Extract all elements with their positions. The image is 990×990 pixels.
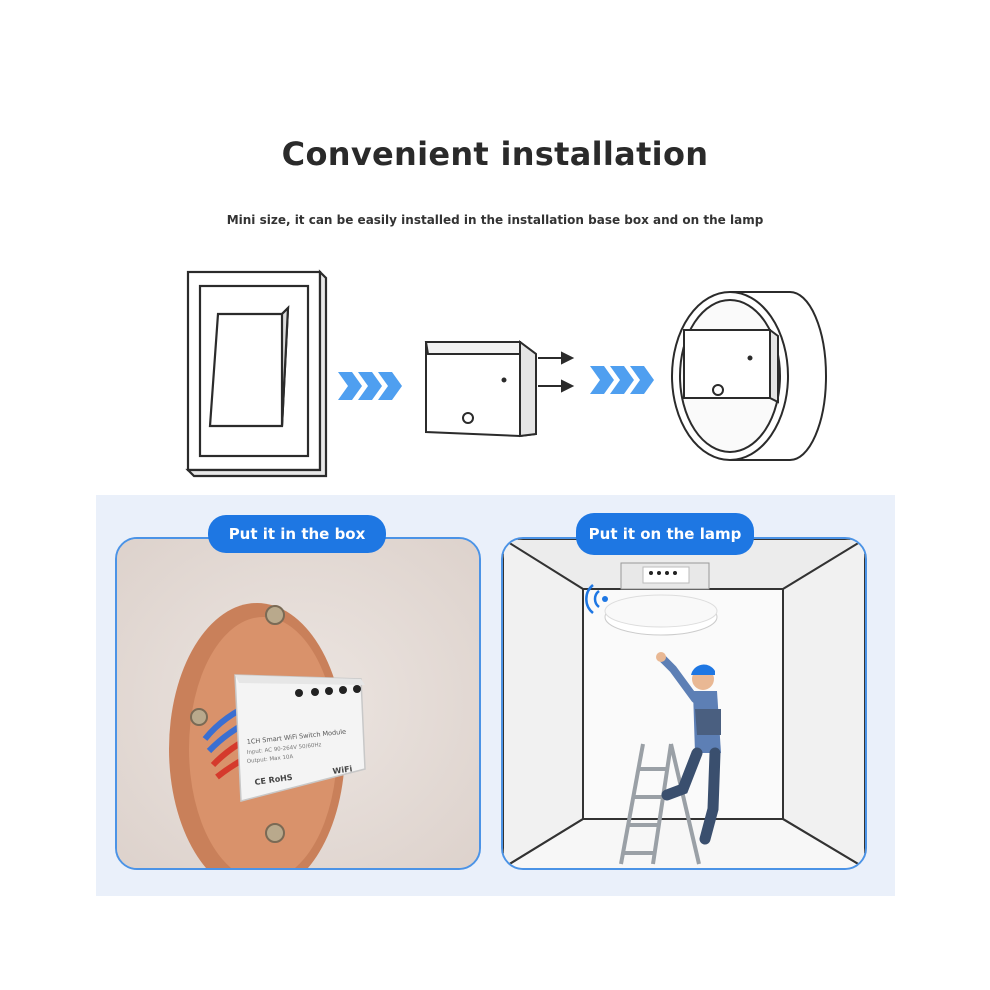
lamp-installation-panel <box>501 537 867 870</box>
module-label-3: Output: Max 10A <box>247 754 294 765</box>
screw-icon-2 <box>190 708 208 726</box>
wifi-signal-icon <box>585 584 608 614</box>
page-title: Convenient installation <box>281 135 709 173</box>
usage-section: 1CH Smart WiFi Switch Module Input: AC 9… <box>96 495 895 896</box>
worker-figure <box>656 652 721 845</box>
wall-switch-icon <box>185 269 328 478</box>
step-ladder <box>619 743 701 865</box>
wire-arrows-icon <box>538 351 575 393</box>
screw-icon-3 <box>265 823 285 843</box>
screw-icon <box>265 605 285 625</box>
put-in-box-label: Put it in the box <box>208 515 386 553</box>
chevron-arrows-icon <box>338 372 402 400</box>
ceiling-lamp <box>604 562 718 636</box>
chevron-arrows-icon-2 <box>590 366 654 394</box>
module-brand: WiFi <box>332 764 353 776</box>
box-installation-panel: 1CH Smart WiFi Switch Module Input: AC 9… <box>115 537 481 870</box>
switch-module-icon <box>424 340 537 438</box>
put-on-lamp-label: Put it on the lamp <box>576 513 754 555</box>
lamp-base-icon <box>671 291 827 461</box>
installation-diagram <box>185 269 827 478</box>
box-installation-illustration: 1CH Smart WiFi Switch Module Input: AC 9… <box>117 539 479 868</box>
lamp-installation-illustration <box>503 539 865 868</box>
page-subtitle: Mini size, it can be easily installed in… <box>226 213 764 227</box>
wifi-switch-module: 1CH Smart WiFi Switch Module Input: AC 9… <box>234 674 366 802</box>
